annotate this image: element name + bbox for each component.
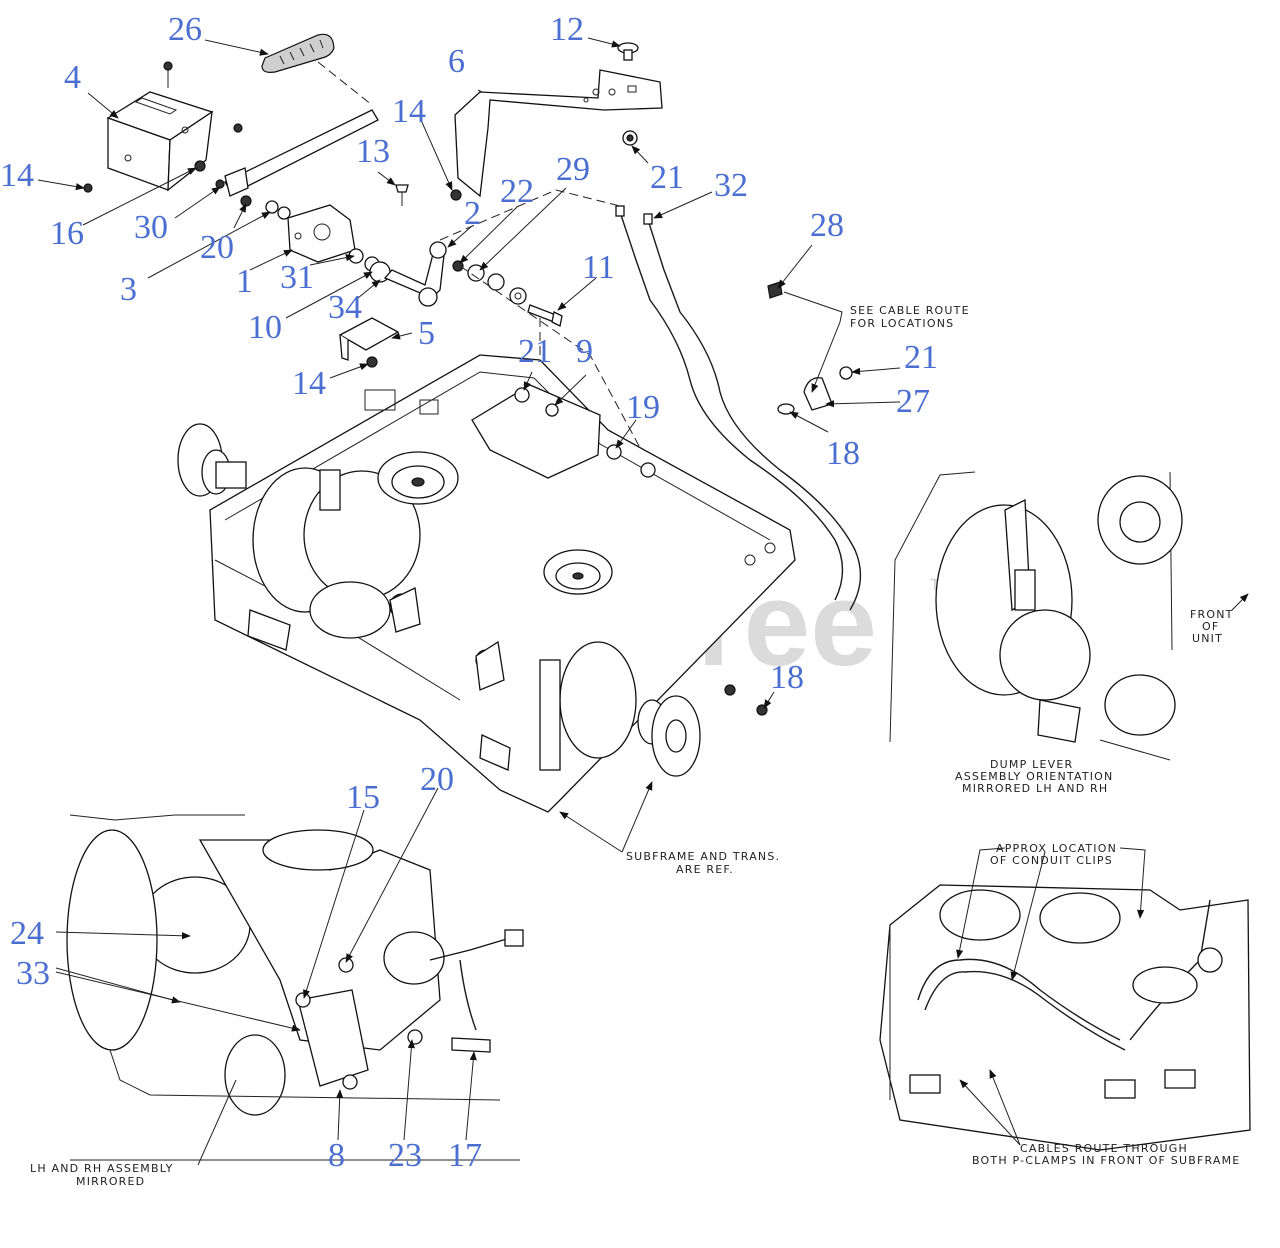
callout-28: 28 bbox=[810, 207, 844, 244]
callout-14-c: 14 bbox=[292, 365, 326, 402]
dump-lever-assemblies bbox=[389, 587, 505, 691]
callouts: 26 12 4 6 14 13 14 21 32 16 30 2 22 29 2… bbox=[0, 11, 938, 1174]
callout-8: 8 bbox=[328, 1137, 345, 1174]
note-cable-route-1: SEE CABLE ROUTE bbox=[850, 304, 970, 317]
callout-20-b: 20 bbox=[420, 761, 454, 798]
callout-32: 32 bbox=[714, 167, 748, 204]
pulley-right bbox=[543, 549, 613, 595]
callout-6: 6 bbox=[448, 43, 465, 80]
callout-14-b: 14 bbox=[0, 157, 34, 194]
detail-dump-lever bbox=[889, 471, 1183, 761]
note-approx-1: APPROX LOCATION bbox=[996, 842, 1117, 855]
cables-32 bbox=[615, 205, 862, 611]
note-cables-2: BOTH P-CLAMPS IN FRONT OF SUBFRAME bbox=[972, 1154, 1240, 1167]
note-mirror-1: LH AND RH ASSEMBLY bbox=[30, 1162, 174, 1175]
callout-24: 24 bbox=[10, 915, 44, 952]
leader-lines bbox=[37, 37, 1146, 1166]
left-hub bbox=[177, 423, 247, 497]
callout-3: 3 bbox=[120, 271, 137, 308]
callout-21-b: 21 bbox=[518, 333, 552, 370]
note-front-2: OF bbox=[1202, 620, 1219, 633]
plate-6 bbox=[454, 69, 663, 198]
note-subframe-1: SUBFRAME AND TRANS. bbox=[626, 850, 780, 863]
grip-26 bbox=[261, 33, 335, 73]
nut-14-top bbox=[450, 189, 462, 201]
callout-11: 11 bbox=[582, 249, 615, 286]
callout-14-a: 14 bbox=[392, 93, 426, 130]
callout-9: 9 bbox=[576, 333, 593, 370]
pulley-left bbox=[377, 451, 459, 505]
callout-19: 19 bbox=[626, 389, 660, 426]
clip-28 bbox=[767, 281, 783, 299]
note-cable-route-2: FOR LOCATIONS bbox=[850, 317, 954, 330]
callout-30: 30 bbox=[134, 209, 168, 246]
note-approx-2: OF CONDUIT CLIPS bbox=[990, 854, 1113, 867]
callout-16: 16 bbox=[50, 215, 84, 252]
bolt-13 bbox=[395, 184, 409, 206]
bracket-5 bbox=[338, 317, 400, 368]
callout-10: 10 bbox=[248, 309, 282, 346]
callout-31: 31 bbox=[280, 259, 314, 296]
note-dump-1: DUMP LEVER bbox=[990, 758, 1073, 771]
dashed-guide-grip bbox=[317, 61, 373, 106]
plate-9 bbox=[471, 384, 601, 479]
callout-15: 15 bbox=[346, 779, 380, 816]
callout-18-b: 18 bbox=[770, 659, 804, 696]
callout-22: 22 bbox=[500, 173, 534, 210]
notes: SEE CABLE ROUTE FOR LOCATIONS FRONT OF U… bbox=[30, 304, 1240, 1188]
callout-2: 2 bbox=[464, 195, 481, 232]
callout-18-a: 18 bbox=[826, 435, 860, 472]
callout-29: 29 bbox=[556, 151, 590, 188]
detail-lower-left bbox=[66, 814, 524, 1161]
callout-13: 13 bbox=[356, 133, 390, 170]
nut-21-top bbox=[622, 130, 638, 146]
right-transmission bbox=[539, 641, 701, 777]
dashed-guide-lower bbox=[459, 265, 653, 530]
cable-route-leader bbox=[783, 291, 843, 393]
clamp-27 bbox=[777, 366, 853, 415]
note-dump-2: ASSEMBLY ORIENTATION bbox=[955, 770, 1113, 783]
callout-17: 17 bbox=[448, 1137, 482, 1174]
note-cables-1: CABLES ROUTE THROUGH bbox=[1020, 1142, 1188, 1155]
callout-5: 5 bbox=[418, 315, 435, 352]
note-front-1: FRONT bbox=[1190, 608, 1234, 621]
callout-33: 33 bbox=[16, 955, 50, 992]
note-subframe-2: ARE REF. bbox=[676, 863, 734, 876]
callout-21-c: 21 bbox=[904, 339, 938, 376]
note-dump-3: MIRRORED LH AND RH bbox=[962, 782, 1108, 795]
note-front-3: UNIT bbox=[1192, 632, 1223, 645]
callout-27: 27 bbox=[896, 383, 930, 420]
callout-21-a: 21 bbox=[650, 159, 684, 196]
front-arrow bbox=[1231, 593, 1249, 611]
bolt-11 bbox=[527, 304, 563, 327]
lever-rod bbox=[224, 109, 379, 197]
bushings-31 bbox=[348, 248, 391, 283]
pin-12 bbox=[617, 42, 639, 61]
callout-20-a: 20 bbox=[200, 229, 234, 266]
callout-1: 1 bbox=[236, 263, 253, 300]
bracket-1 bbox=[287, 204, 356, 263]
callout-12: 12 bbox=[550, 11, 584, 48]
washers-22-29 bbox=[452, 260, 527, 305]
callout-4: 4 bbox=[64, 59, 81, 96]
dashed-guide-upper bbox=[439, 189, 621, 241]
detail-cable-route bbox=[879, 884, 1251, 1151]
callout-23: 23 bbox=[388, 1137, 422, 1174]
cover-4 bbox=[106, 91, 214, 192]
left-transmission bbox=[252, 467, 421, 639]
note-mirror-2: MIRRORED bbox=[76, 1175, 145, 1188]
callout-26: 26 bbox=[168, 11, 202, 48]
lever-arm-2 bbox=[383, 241, 447, 307]
callout-34: 34 bbox=[328, 289, 362, 326]
